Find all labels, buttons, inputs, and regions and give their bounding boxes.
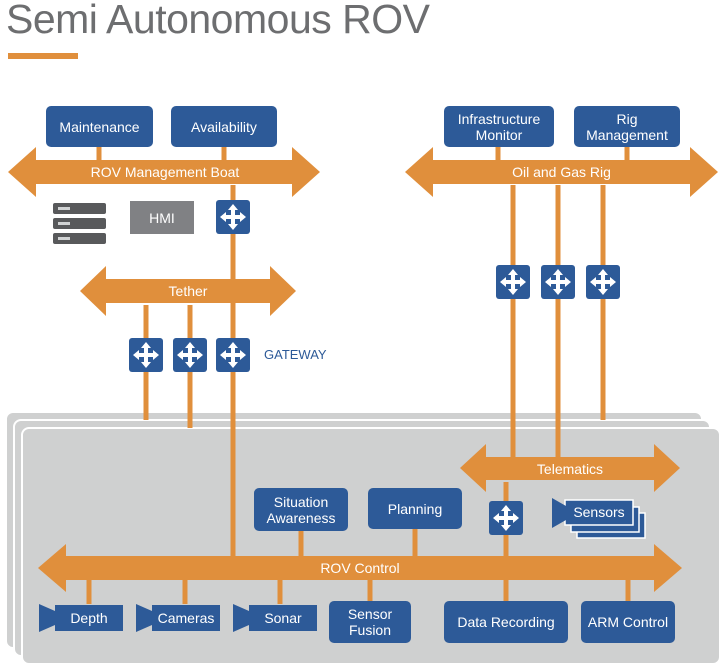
cameras-box[interactable]: Cameras <box>152 605 220 631</box>
bus-tether <box>80 266 296 316</box>
maintenance-box[interactable]: Maintenance <box>46 106 153 147</box>
title-underline <box>8 53 78 59</box>
sensors-stack <box>552 498 646 539</box>
switch-icon <box>496 265 530 299</box>
bus-management-boat <box>8 147 320 197</box>
bus-label-tether: Tether <box>168 283 208 299</box>
sonar-icon <box>233 604 249 632</box>
switch-icon <box>586 265 620 299</box>
page-title: Semi Autonomous ROV <box>6 0 430 42</box>
sonar-box[interactable]: Sonar <box>249 605 317 631</box>
arm-control-box[interactable]: ARM Control <box>581 601 675 643</box>
camera-icon <box>136 604 152 632</box>
availability-box[interactable]: Availability <box>171 106 277 147</box>
switch-icon <box>216 338 250 372</box>
switch-icon <box>173 338 207 372</box>
bus-label-management-boat: ROV Management Boat <box>90 164 240 180</box>
server-rack-icon <box>53 203 106 244</box>
sensors-label: Sensors <box>573 504 625 520</box>
switch-icon <box>216 200 250 234</box>
hmi-box[interactable]: HMI <box>130 201 194 234</box>
bus-oil-gas-rig <box>405 147 718 197</box>
switch-icon <box>129 338 163 372</box>
depth-sensor-icon <box>39 604 55 632</box>
depth-box[interactable]: Depth <box>55 605 123 631</box>
sensor-fusion-box[interactable]: Sensor Fusion <box>329 601 411 643</box>
rig-management-box[interactable]: Rig Management <box>574 106 680 147</box>
planning-box[interactable]: Planning <box>368 488 462 529</box>
camera-icon <box>552 498 566 528</box>
bus-label-telematics: Telematics <box>536 461 604 477</box>
bus-rov-control <box>38 544 682 592</box>
switch-icon <box>489 501 523 535</box>
gateway-label: GATEWAY <box>264 347 327 362</box>
data-recording-box[interactable]: Data Recording <box>444 601 568 643</box>
bus-telematics <box>460 444 680 492</box>
bus-label-oil-gas-rig: Oil and Gas Rig <box>512 164 611 180</box>
situation-awareness-box[interactable]: Situation Awareness <box>254 488 348 531</box>
infrastructure-monitor-box[interactable]: Infrastructure Monitor <box>444 106 554 147</box>
switch-icon <box>541 265 575 299</box>
bus-label-rov-control: ROV Control <box>320 560 400 576</box>
